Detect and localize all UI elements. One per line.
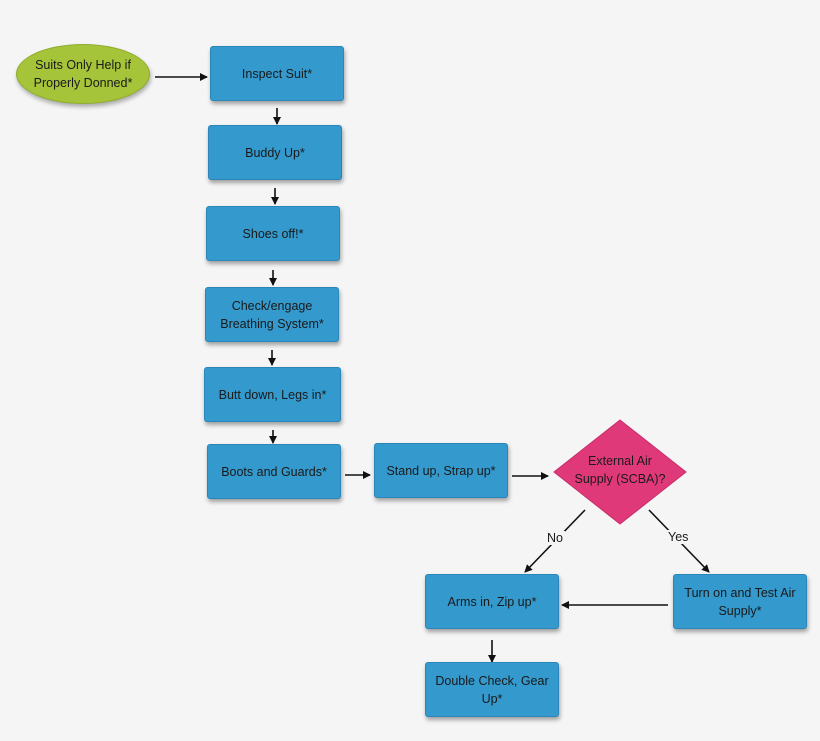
breathing-system-label: Check/engage Breathing System*	[220, 298, 324, 331]
buddy-up-step: Buddy Up*	[208, 125, 342, 180]
butt-down-label: Butt down, Legs in*	[218, 387, 327, 402]
stand-up-label: Stand up, Strap up*	[386, 463, 496, 478]
buddy-up-label: Buddy Up*	[245, 145, 305, 160]
arms-in-step: Arms in, Zip up*	[425, 574, 559, 629]
shoes-off-label: Shoes off!*	[242, 226, 304, 241]
no-edge-label: No	[545, 531, 565, 545]
yes-edge-label: Yes	[666, 530, 691, 544]
test-air-supply-label: Turn on and Test Air Supply*	[684, 585, 796, 618]
boots-guards-label: Boots and Guards*	[221, 464, 327, 479]
inspect-suit-label: Inspect Suit*	[241, 66, 313, 81]
double-check-step: Double Check, Gear Up*	[425, 662, 559, 717]
inspect-suit-step: Inspect Suit*	[210, 46, 344, 101]
start-label: Suits Only Help if Properly Donned*	[33, 58, 133, 90]
butt-down-step: Butt down, Legs in*	[204, 367, 341, 422]
stand-up-step: Stand up, Strap up*	[374, 443, 508, 498]
decision-diamond	[553, 419, 687, 525]
decision-label-container: External Air Supply (SCBA)?	[574, 442, 666, 498]
shoes-off-step: Shoes off!*	[206, 206, 340, 261]
arms-in-label: Arms in, Zip up*	[447, 594, 537, 609]
decision-label: External Air Supply (SCBA)?	[574, 454, 666, 486]
start-oval: Suits Only Help if Properly Donned*	[16, 44, 150, 104]
double-check-label: Double Check, Gear Up*	[435, 673, 549, 706]
test-air-supply-step: Turn on and Test Air Supply*	[673, 574, 807, 629]
boots-guards-step: Boots and Guards*	[207, 444, 341, 499]
breathing-system-step: Check/engage Breathing System*	[205, 287, 339, 342]
